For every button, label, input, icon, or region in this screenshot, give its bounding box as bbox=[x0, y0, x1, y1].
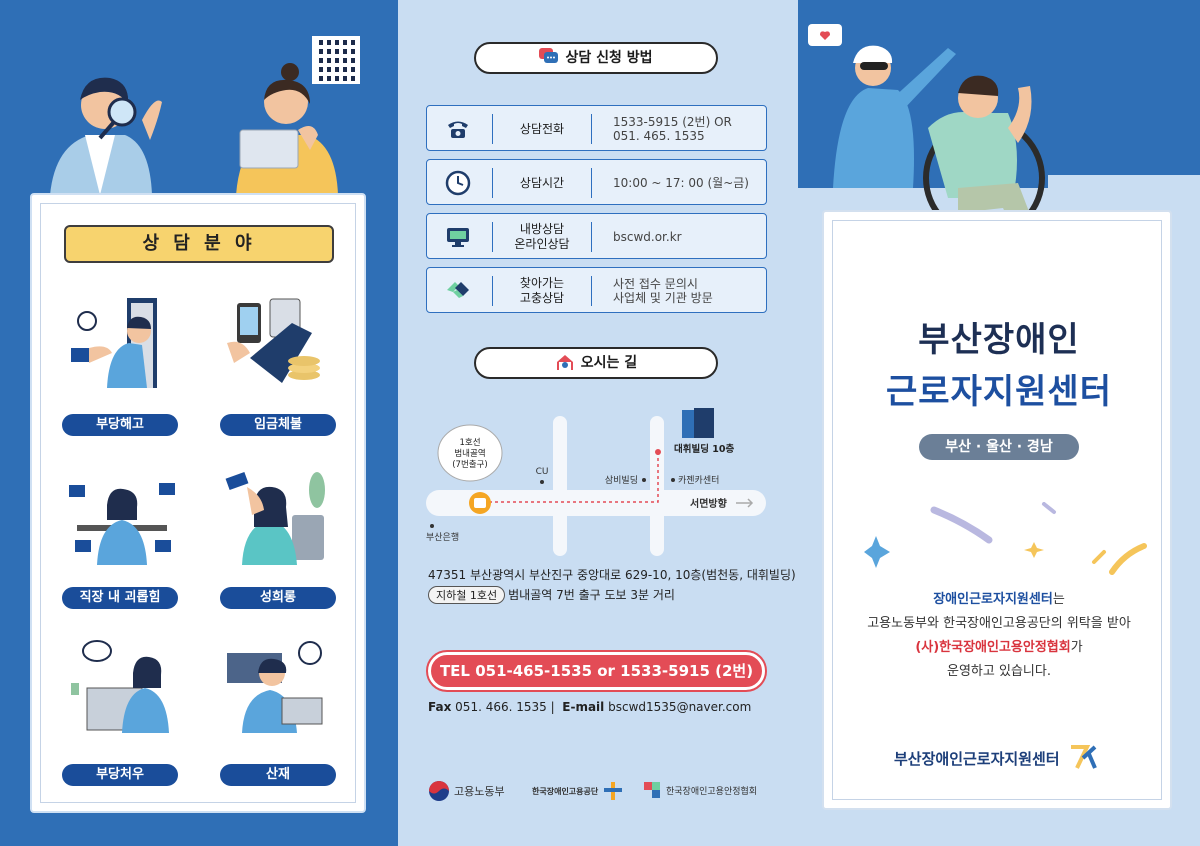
map-bank-label: 부산은행 bbox=[426, 531, 459, 543]
region-badge: 부산 · 울산 · 경남 bbox=[919, 434, 1079, 460]
map-daehwi-label: 대휘빌딩 10층 bbox=[674, 443, 734, 455]
fax-email-line: Fax 051. 466. 1535 | E-mail bscwd1535@na… bbox=[428, 700, 752, 714]
clock-icon bbox=[445, 170, 471, 196]
monitor-icon bbox=[447, 228, 469, 247]
person-magnifier-illustration bbox=[50, 77, 162, 195]
field-sexual-harassment[interactable]: 성희롱 bbox=[220, 587, 336, 609]
telephone-icon bbox=[448, 121, 468, 138]
middle-panel: 상담 신청 방법 상담전화 1533-5915 (2번) OR 051. 465… bbox=[398, 0, 798, 846]
address-text: 47351 부산광역시 부산진구 중앙대로 629-10, 10층(범천동, 대… bbox=[428, 568, 796, 582]
kead-logo: 한국장애인고용공단 bbox=[532, 780, 624, 802]
consult-row-value: 10:00 ~ 17: 00 (월~금) bbox=[613, 176, 749, 190]
center-intro-card: 부산장애인 근로자지원센터 부산 · 울산 · 경남 장애인근로자지원센터는 고… bbox=[822, 210, 1172, 810]
consult-row-outreach: 찾아가는 고충상담 사전 접수 문의시 사업체 및 기관 방문 bbox=[426, 267, 767, 313]
subway-text: 범내골역 7번 출구 도보 3분 거리 bbox=[508, 588, 675, 602]
consult-row-visit: 내방상담 온라인상담 bscwd.or.kr bbox=[426, 213, 767, 259]
consult-row-phone: 상담전화 1533-5915 (2번) OR 051. 465. 1535 bbox=[426, 105, 767, 151]
center-logo-icon bbox=[1070, 745, 1097, 769]
field-unpaid-wages[interactable]: 임금체불 bbox=[220, 414, 336, 436]
building-icon bbox=[682, 408, 714, 438]
subway-tag: 지하철 1호선 bbox=[428, 586, 506, 604]
map-cu-label: CU bbox=[536, 467, 549, 477]
dismissal-illustration bbox=[71, 298, 157, 388]
center-title-line1: 부산장애인 bbox=[918, 320, 1080, 360]
consult-row-label: 찾아가는 고충상담 bbox=[519, 276, 565, 305]
center-title-line2: 근로자지원센터 bbox=[886, 372, 1112, 412]
telephone-banner[interactable]: TEL 051-465-1535 or 1533-5915 (2번) bbox=[426, 650, 767, 692]
moel-logo: 고용노동부 bbox=[428, 780, 505, 802]
partner-logos: 고용노동부 한국장애인고용공단 한국장애인고용안정협회 bbox=[428, 776, 768, 806]
map-samsbi-label: 삼비빌딩 bbox=[605, 475, 638, 486]
consult-row-label: 상담시간 bbox=[519, 175, 565, 190]
kead-association-logo: 한국장애인고용안정협회 bbox=[642, 780, 757, 800]
workplace-harassment-illustration bbox=[69, 483, 175, 565]
directions-heading: 오시는 길 bbox=[474, 347, 718, 379]
sexual-harassment-illustration bbox=[225, 471, 325, 565]
chat-bubble-icon bbox=[539, 48, 559, 63]
consult-row-hours: 상담시간 10:00 ~ 17: 00 (월~금) bbox=[426, 159, 767, 205]
map-direction-label: 서면방향 bbox=[690, 497, 728, 510]
qr-code[interactable] bbox=[312, 36, 360, 84]
email-link[interactable]: bscwd1535@naver.com bbox=[608, 700, 752, 714]
field-unfair-treatment[interactable]: 부당처우 bbox=[62, 764, 178, 786]
consult-row-value[interactable]: bscwd.or.kr bbox=[613, 230, 682, 244]
center-description: 장애인근로자지원센터는 고용노동부와 한국장애인고용공단의 위탁을 받아 (사)… bbox=[867, 592, 1131, 679]
consult-row-value: 사전 접수 문의시 사업체 및 기관 방문 bbox=[613, 277, 713, 305]
map-cafe-label: 카젠카센터 bbox=[678, 475, 719, 486]
consult-row-label: 상담전화 bbox=[519, 121, 565, 136]
consult-fields-card: 상 담 분 야 bbox=[30, 193, 366, 813]
fields-title: 상 담 분 야 bbox=[64, 225, 334, 263]
right-panel: 부산장애인 근로자지원센터 부산 · 울산 · 경남 장애인근로자지원센터는 고… bbox=[798, 0, 1200, 846]
industrial-accident-illustration bbox=[227, 641, 323, 733]
people-wheelchair-illustration bbox=[808, 24, 1045, 252]
handshake-icon bbox=[447, 282, 469, 298]
woman-laptop-illustration bbox=[236, 63, 338, 195]
left-panel: 상 담 분 야 bbox=[0, 0, 398, 846]
unfair-treatment-illustration bbox=[71, 640, 169, 733]
consult-row-value: 1533-5915 (2번) OR 051. 465. 1535 bbox=[613, 115, 732, 143]
consult-method-heading: 상담 신청 방법 bbox=[474, 42, 718, 74]
confetti-decoration bbox=[864, 502, 1147, 575]
field-industrial-accident[interactable]: 산재 bbox=[220, 764, 336, 786]
house-location-icon bbox=[556, 355, 573, 370]
organization-name: 부산장애인근로자지원센터 bbox=[894, 744, 1097, 770]
field-workplace-harassment[interactable]: 직장 내 괴롭힘 bbox=[62, 587, 178, 609]
consult-row-label: 내방상담 온라인상담 bbox=[514, 222, 570, 251]
field-dismissal[interactable]: 부당해고 bbox=[62, 414, 178, 436]
unpaid-wages-illustration bbox=[227, 298, 320, 383]
